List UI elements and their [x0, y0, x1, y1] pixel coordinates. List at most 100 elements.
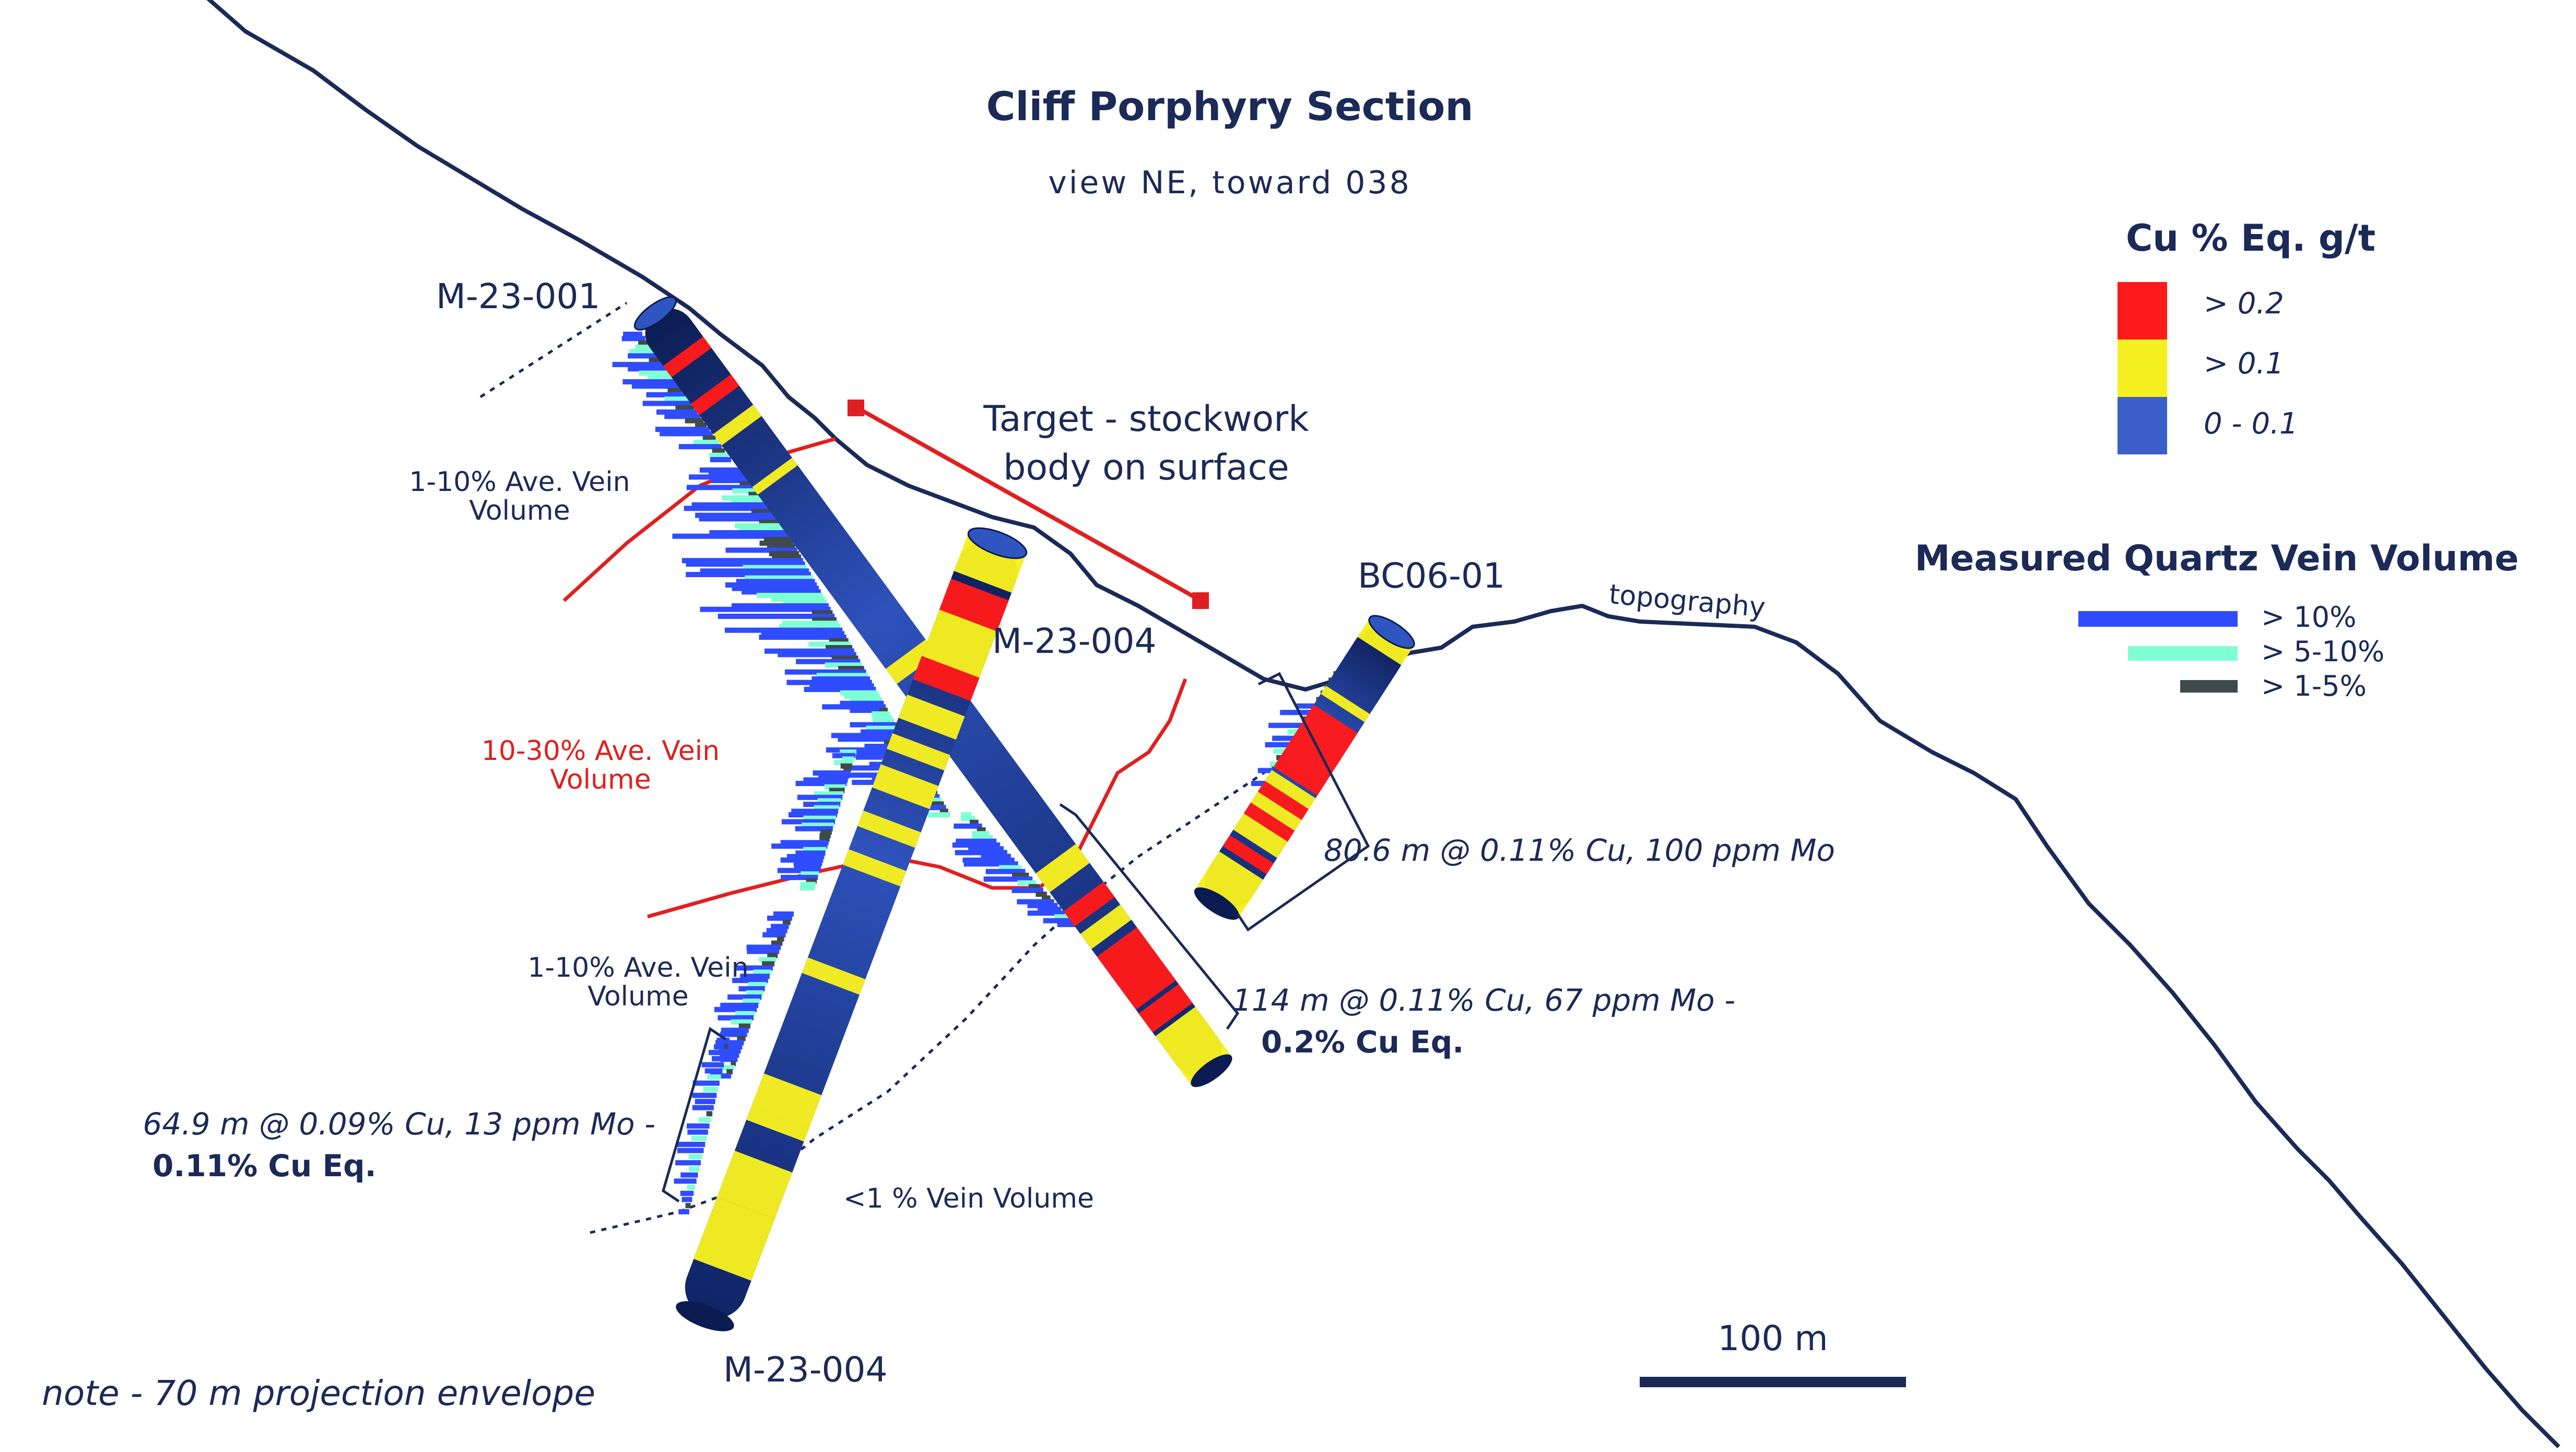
vein-bar: [712, 1056, 725, 1061]
vein-bar: [1251, 781, 1269, 786]
vein-bar: [703, 1086, 719, 1092]
vein-bar: [681, 1197, 692, 1202]
hole-m23001-band: [1080, 904, 1132, 950]
vein-bar: [699, 467, 752, 473]
vein-bar: [686, 561, 805, 567]
vein-bar: [806, 878, 817, 884]
vein-bar: [981, 853, 1011, 859]
hole-bc0601-bottom-cap: [1194, 887, 1240, 920]
vein-bar: [686, 1123, 710, 1129]
page-subtitle: view NE, toward 038: [1048, 165, 1411, 201]
vein-bar: [712, 448, 725, 454]
vein-legend-title: Measured Quartz Vein Volume: [1915, 538, 2519, 579]
vein-bar: [709, 1050, 727, 1056]
vein-bar: [800, 882, 816, 887]
hole-m23001-top-cap: [633, 296, 677, 331]
vein-bar: [791, 809, 839, 814]
intercept-m004-line2: 0.11% Cu Eq.: [152, 1148, 377, 1184]
vein-swatch-low: [2180, 680, 2238, 693]
vein-bar: [678, 1209, 689, 1214]
vein-bar: [698, 1117, 711, 1123]
vein-bar: [811, 610, 833, 616]
vein-bar: [819, 836, 830, 842]
intercept-m001-line2: 0.2% Cu Eq.: [1261, 1024, 1464, 1060]
grade-legend-label-low: 0 - 0.1: [2204, 407, 2298, 441]
hole-m23001-band: [1138, 984, 1193, 1033]
vein-bar: [622, 379, 676, 385]
hole-bc0601-band: [1321, 685, 1370, 722]
vein-bar: [725, 582, 817, 588]
vein-bar: [725, 547, 797, 553]
vein-bar: [704, 1068, 723, 1074]
vein-bar: [1017, 899, 1054, 905]
grade-swatch-low: [2118, 397, 2167, 454]
vein-bar: [731, 1019, 752, 1025]
vein-bar: [691, 1135, 707, 1141]
vein-bar: [612, 361, 664, 367]
vein-bar: [962, 857, 1015, 863]
vein-bar: [803, 777, 848, 783]
hole-bc0601: [1194, 615, 1415, 920]
vein-bar: [788, 812, 838, 817]
vein-bar: [689, 1166, 700, 1172]
vein-bar: [767, 544, 795, 549]
vein-bar: [794, 864, 821, 870]
hole-m23001-bottom-cap: [1191, 1054, 1232, 1087]
scale-label: 100 m: [1718, 1318, 1828, 1359]
vein-bar: [720, 1002, 759, 1008]
vein-bar: [813, 770, 850, 776]
vein-bar: [1054, 914, 1069, 920]
hole-m23004-band: [857, 810, 921, 848]
hole-bc0601-band: [1194, 851, 1263, 918]
vein-bar: [748, 982, 767, 988]
vein-bar: [724, 1044, 728, 1049]
vein-bar: [1273, 748, 1289, 754]
vein-bar: [695, 1098, 715, 1104]
vein-bar: [727, 994, 762, 1000]
hole-m23001-band: [1036, 844, 1090, 893]
vein-bar: [829, 638, 849, 643]
vein-bar: [720, 1057, 738, 1062]
vein-bar: [955, 850, 1007, 856]
vein-bar: [680, 1172, 698, 1178]
vein-bar: [660, 431, 713, 437]
vein-bar: [796, 659, 861, 664]
hole-m23004-band: [693, 1197, 775, 1281]
vein-bar: [840, 700, 884, 706]
vein-bar: [784, 669, 866, 675]
vein-bar: [801, 871, 819, 877]
projection-note: note - 70 m projection envelope: [42, 1373, 595, 1413]
hole-m23004-band: [898, 694, 965, 740]
vein-bar: [759, 957, 777, 963]
vein-legend-label-low: > 1-5%: [2261, 670, 2367, 702]
vein-bar: [818, 774, 849, 779]
vein-bar: [685, 418, 704, 424]
vein-bar: [692, 1093, 717, 1098]
vein-bar: [777, 868, 820, 873]
target-label-line2: body on surface: [1003, 447, 1289, 488]
vein-bar: [767, 915, 792, 921]
vein-bar: [631, 383, 679, 389]
vein-bar: [820, 829, 832, 835]
hole-m23001-band: [752, 458, 798, 495]
vein-bar: [831, 655, 858, 661]
hole-bc0601-band: [1222, 835, 1274, 874]
hole-bc0601-top-cap: [1368, 615, 1415, 649]
vein-bar: [686, 572, 811, 577]
vein-bar: [742, 589, 821, 595]
vein-bar: [797, 794, 843, 800]
vein-bar: [676, 1142, 705, 1147]
vein-bar: [780, 857, 824, 863]
hole-m23004-band: [939, 578, 1009, 631]
vein-bar: [687, 1129, 708, 1135]
vein-bar: [717, 1015, 754, 1021]
vein-bar: [777, 936, 784, 942]
vein-bar: [968, 846, 1004, 852]
vein-bar: [1287, 729, 1301, 735]
vein-bar: [803, 815, 837, 821]
vein-bar: [832, 753, 855, 758]
hole-m23004-band: [746, 1073, 822, 1142]
target-label-line1: Target - stockwork: [983, 399, 1309, 440]
vein-bar: [692, 1105, 714, 1110]
